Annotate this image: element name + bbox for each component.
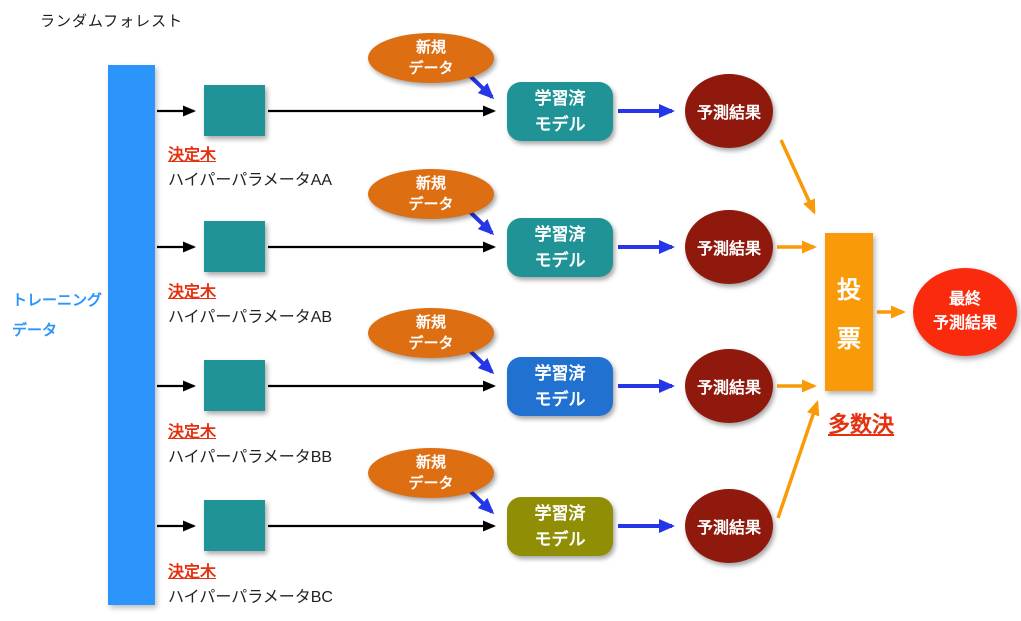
- trained-model-line2: モデル: [534, 529, 586, 549]
- majority-vote-label: 多数決: [828, 412, 895, 437]
- trained-model-line1: 学習済: [534, 224, 586, 244]
- new-data-line1: 新規: [415, 39, 446, 56]
- trained-model-line2: モデル: [534, 389, 586, 409]
- new-data-line2: データ: [408, 335, 454, 352]
- trained-model-line1: 学習済: [534, 88, 586, 108]
- arrow-result-to-voting-4: [776, 400, 820, 519]
- new-data-ellipse-2: 新規 データ: [368, 169, 494, 219]
- new-data-line2: データ: [408, 196, 454, 213]
- trained-model-box-3: 学習済 モデル: [507, 357, 613, 416]
- decision-tree-label-4: 決定木: [168, 564, 217, 581]
- trained-model-line1: 学習済: [534, 503, 586, 523]
- final-prediction-circle: 最終 予測結果: [913, 268, 1017, 356]
- training-data-bar: [108, 65, 155, 605]
- prediction-result-label: 予測結果: [696, 241, 761, 258]
- decision-tree-label-3: 決定木: [168, 424, 217, 441]
- prediction-result-circle-3: 予測結果: [685, 349, 773, 423]
- voting-char2: 票: [837, 326, 861, 353]
- diagram-title: ランダムフォレスト: [40, 13, 184, 30]
- new-data-ellipse-1: 新規 データ: [368, 33, 494, 83]
- prediction-result-label: 予測結果: [696, 105, 761, 122]
- decision-tree-label-1: 決定木: [168, 147, 217, 164]
- new-data-line1: 新規: [415, 175, 446, 192]
- prediction-result-circle-1: 予測結果: [685, 74, 773, 148]
- prediction-result-label: 予測結果: [696, 380, 761, 397]
- arrow-newdata-to-model-1: [467, 73, 495, 100]
- hyperparameter-label-2: ハイパーパラメータAB: [168, 309, 333, 326]
- trained-model-box-1: 学習済 モデル: [507, 82, 613, 141]
- arrow-newdata-to-model-3: [467, 348, 495, 375]
- trained-model-box-2: 学習済 モデル: [507, 218, 613, 277]
- decision-tree-square-2: [204, 221, 265, 272]
- arrow-newdata-to-model-2: [467, 209, 495, 236]
- new-data-line2: データ: [408, 60, 454, 77]
- decision-tree-square-1: [204, 85, 265, 136]
- final-prediction-line2: 予測結果: [932, 315, 997, 332]
- hyperparameter-label-4: ハイパーパラメータBC: [168, 589, 333, 606]
- training-data-label-line2: データ: [12, 322, 58, 339]
- training-data-label: トレーニング データ: [12, 286, 112, 346]
- trained-model-box-4: 学習済 モデル: [507, 497, 613, 556]
- final-prediction-line1: 最終: [948, 291, 981, 308]
- hyperparameter-label-3: ハイパーパラメータBB: [168, 449, 333, 466]
- trained-model-line2: モデル: [534, 250, 586, 270]
- arrow-result-to-voting-1: [779, 139, 816, 215]
- decision-tree-square-3: [204, 360, 265, 411]
- prediction-result-label: 予測結果: [696, 520, 761, 537]
- decision-tree-label-2: 決定木: [168, 284, 217, 301]
- training-data-label-line1: トレーニング: [12, 292, 103, 309]
- voting-char1: 投: [837, 277, 861, 304]
- trained-model-line2: モデル: [534, 114, 586, 134]
- arrow-newdata-to-model-4: [467, 488, 495, 515]
- prediction-result-circle-4: 予測結果: [685, 489, 773, 563]
- new-data-line1: 新規: [415, 314, 446, 331]
- voting-box: 投 票: [825, 233, 873, 391]
- new-data-line1: 新規: [415, 454, 446, 471]
- trained-model-line1: 学習済: [534, 363, 586, 383]
- hyperparameter-label-1: ハイパーパラメータAA: [168, 172, 333, 189]
- new-data-ellipse-4: 新規 データ: [368, 448, 494, 498]
- decision-tree-square-4: [204, 500, 265, 551]
- prediction-result-circle-2: 予測結果: [685, 210, 773, 284]
- new-data-line2: データ: [408, 475, 454, 492]
- new-data-ellipse-3: 新規 データ: [368, 308, 494, 358]
